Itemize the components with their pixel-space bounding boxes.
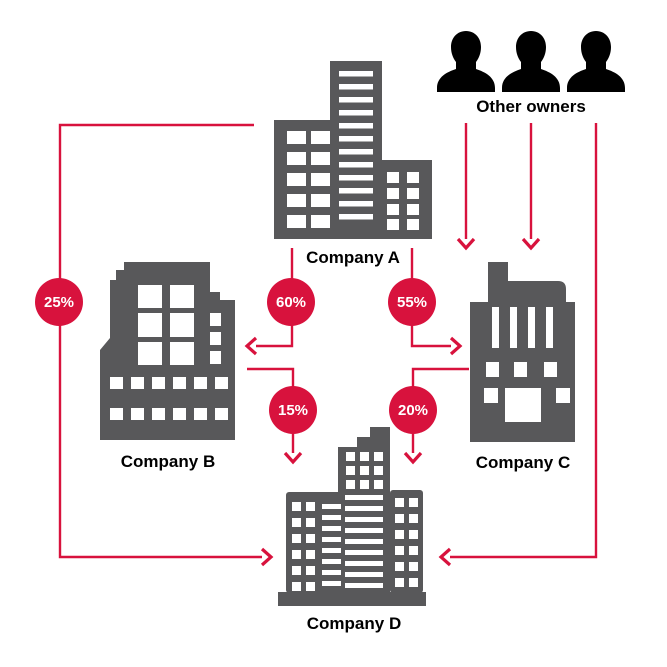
arrowheads <box>244 237 541 567</box>
badge-b-to-d-percent: 15% <box>269 386 317 434</box>
arrowhead-right-into-d <box>260 547 274 567</box>
person-icon <box>437 31 495 92</box>
company-a-building-icon <box>274 61 432 239</box>
company-c-building-icon <box>470 262 575 442</box>
arrowhead-left-into-d <box>438 547 452 567</box>
badge-c-to-d-percent: 20% <box>389 386 437 434</box>
badge-a-to-d-percent: 25% <box>35 278 83 326</box>
other-owners-group-icon <box>437 31 625 92</box>
connector-owners-to-d <box>450 123 598 559</box>
badge-a-to-b-percent: 60% <box>267 278 315 326</box>
other-owners-label: Other owners <box>476 97 586 116</box>
arrowhead-left-into-b <box>244 336 258 356</box>
company-b-label: Company B <box>120 452 216 471</box>
arrowhead-down-b-to-d <box>283 451 303 465</box>
arrowhead-down-owner2 <box>521 237 541 251</box>
arrowhead-down-owner1 <box>456 237 476 251</box>
badge-a-to-c-percent: 55% <box>388 278 436 326</box>
arrowhead-down-c-to-d <box>403 451 423 465</box>
person-icon <box>567 31 625 92</box>
company-c-label: Company C <box>475 453 571 472</box>
connector-a-to-d <box>58 123 262 559</box>
company-b-building-icon <box>100 262 235 440</box>
company-a-label: Company A <box>306 248 400 267</box>
arrowhead-right-into-c <box>449 336 463 356</box>
company-d-label: Company D <box>306 614 402 633</box>
person-icon <box>502 31 560 92</box>
company-d-building-icon <box>278 427 426 606</box>
